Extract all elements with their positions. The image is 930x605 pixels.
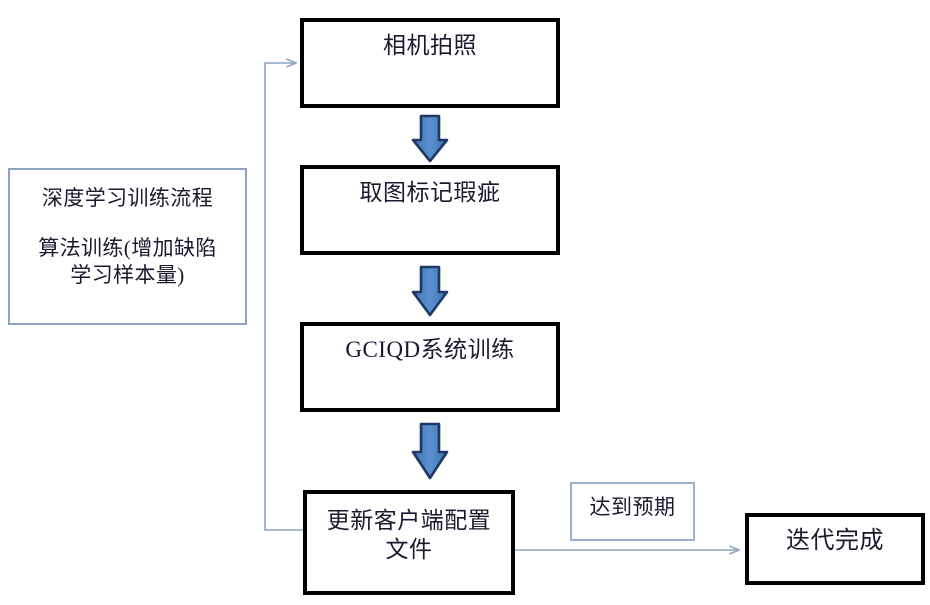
node-label: 迭代完成 xyxy=(786,527,884,554)
node-update-client-config[interactable]: 更新客户端配置 文件 xyxy=(303,490,515,595)
edge-label-text: 达到预期 xyxy=(589,496,676,519)
node-label: GCIQD系统训练 xyxy=(345,337,515,362)
node-gciqd-training[interactable]: GCIQD系统训练 xyxy=(300,322,560,412)
block-arrow-down-3 xyxy=(411,422,449,480)
node-iteration-complete[interactable]: 迭代完成 xyxy=(745,513,925,585)
connector-feedback-loop xyxy=(264,63,303,531)
node-label: 取图标记瑕疵 xyxy=(359,180,501,205)
block-arrow-down-1 xyxy=(411,114,449,163)
info-panel-body: 算法训练(增加缺陷 学习样本量) xyxy=(38,235,217,288)
edge-label-meets-expectation: 达到预期 xyxy=(570,482,695,541)
info-panel-title: 深度学习训练流程 xyxy=(41,186,214,210)
info-panel: 深度学习训练流程 算法训练(增加缺陷 学习样本量) xyxy=(8,168,247,325)
node-camera-capture[interactable]: 相机拍照 xyxy=(300,18,560,108)
node-mark-defects[interactable]: 取图标记瑕疵 xyxy=(300,165,560,255)
block-arrow-down-2 xyxy=(411,265,449,317)
node-label: 更新客户端配置 文件 xyxy=(326,508,492,563)
node-label: 相机拍照 xyxy=(383,33,477,58)
